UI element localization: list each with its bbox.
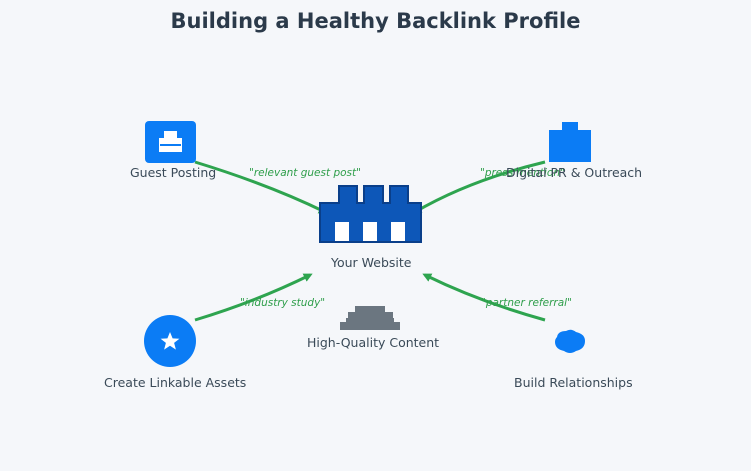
building-icon <box>549 122 591 162</box>
briefcase-icon <box>145 121 196 163</box>
edge-label-linkable-assets: "industry study" <box>240 297 326 309</box>
website-castle-icon <box>319 185 422 243</box>
star-icon <box>144 315 196 367</box>
handshake-icon <box>555 329 585 353</box>
edge-linkable-assets <box>194 273 313 322</box>
node-label-relationships: Build Relationships <box>514 375 633 390</box>
node-label-linkable-assets: Create Linkable Assets <box>104 375 247 390</box>
node-label-digital-pr: Digital PR & Outreach <box>506 165 643 180</box>
stacked-layers-icon <box>340 306 400 330</box>
node-label-content: High-Quality Content <box>307 335 440 350</box>
edge-guest-posting <box>194 160 328 214</box>
edge-digital-pr <box>412 160 546 214</box>
edge-label-digital-pr: "press mention" <box>480 167 565 179</box>
node-label-center: Your Website <box>331 255 412 270</box>
edge-relationships <box>422 273 546 322</box>
edge-label-guest-posting: "relevant guest post" <box>249 167 361 179</box>
diagram-title: Building a Healthy Backlink Profile <box>170 9 581 33</box>
edge-label-relationships: "partner referral" <box>481 297 572 309</box>
node-label-guest-posting: Guest Posting <box>130 165 217 180</box>
